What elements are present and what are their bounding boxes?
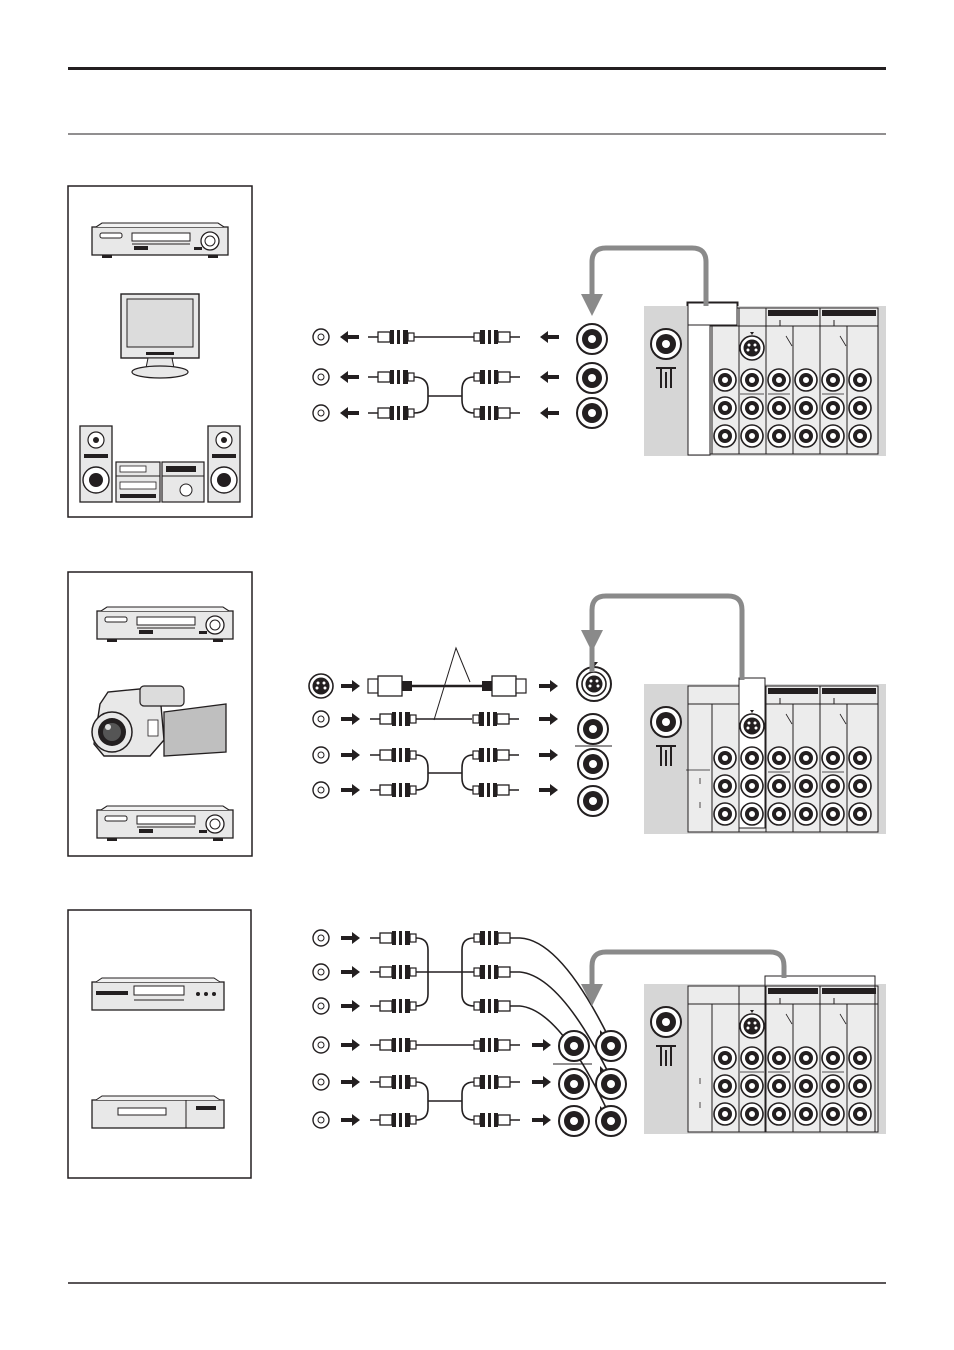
cable-video-out xyxy=(313,324,607,354)
tv-terminal-panel-1 xyxy=(644,302,886,456)
cable-audio-out xyxy=(313,363,607,428)
route-arrowhead-2 xyxy=(581,630,603,652)
cable-video-audio-in-3 xyxy=(313,1031,626,1136)
cable-audio-in xyxy=(313,747,608,816)
digital-tuner-device xyxy=(92,1096,224,1128)
signal-route-arrow-1 xyxy=(592,248,706,306)
vcr-device xyxy=(97,607,233,642)
tv-terminal-panel-3 xyxy=(644,976,886,1134)
dvd-player-device xyxy=(92,978,224,1010)
header-rule-top xyxy=(68,67,886,70)
route-arrowhead-1 xyxy=(581,294,603,316)
device-frame xyxy=(68,910,251,1178)
section-video-in xyxy=(68,572,886,856)
signal-route-arrow-2 xyxy=(592,596,742,680)
section-monitor-out xyxy=(68,186,886,517)
cable-video-in xyxy=(313,711,612,746)
tv-terminal-panel-2 xyxy=(644,678,886,834)
vcr-device xyxy=(92,223,228,258)
signal-route-arrow-3 xyxy=(592,952,784,988)
section-component-in xyxy=(68,910,886,1178)
cable-s-video-in xyxy=(309,648,611,720)
vcr-device-2 xyxy=(97,806,233,841)
